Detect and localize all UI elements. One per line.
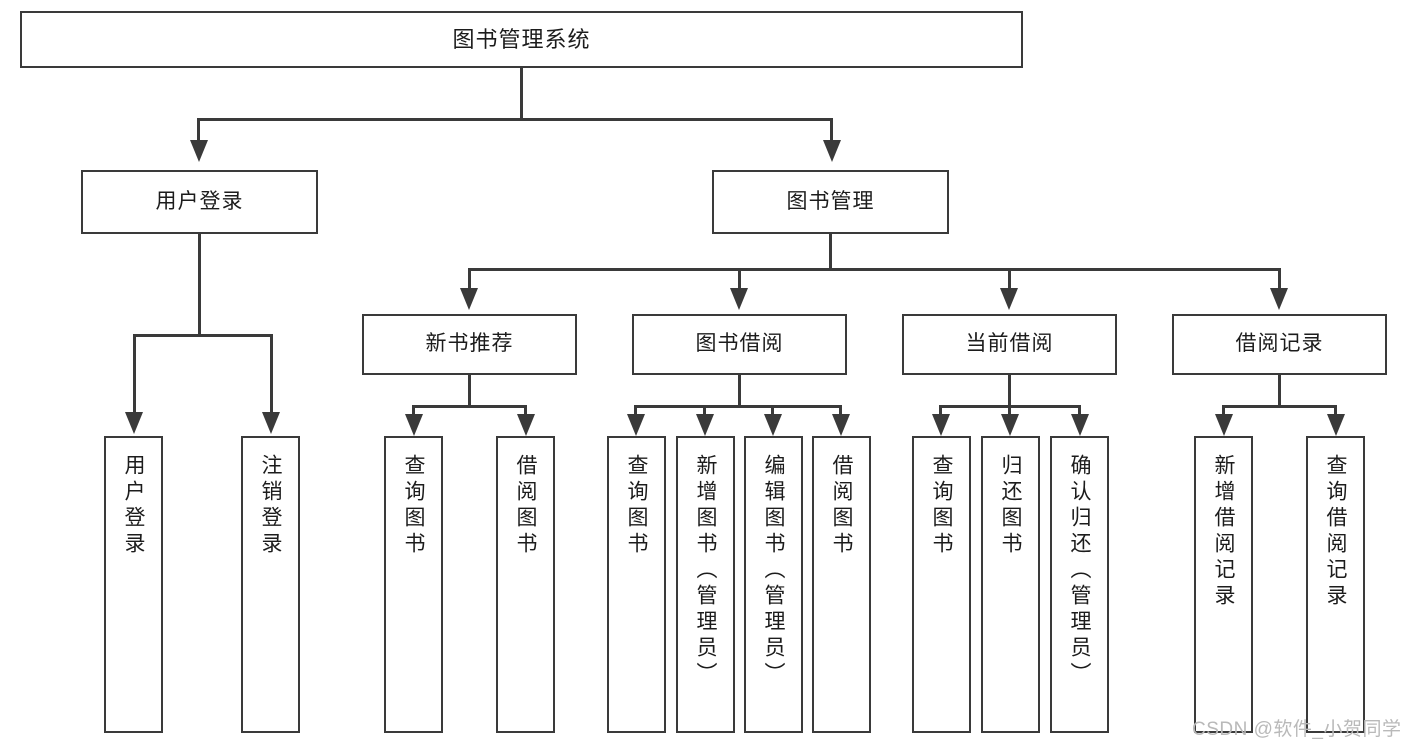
node-label: 图书管理 xyxy=(786,189,875,213)
leaf-label: 新增借阅记录 xyxy=(1212,454,1235,610)
arrowhead-leaf-new-book-2 xyxy=(517,414,535,436)
leaf-label: 查询图书 xyxy=(625,454,648,558)
arrowhead-leaf-current-borrow-2 xyxy=(1001,414,1019,436)
connector-user-login-stem xyxy=(198,234,201,336)
connector-user-login-child-1 xyxy=(133,334,136,414)
leaf-borrow-record-add-record[interactable]: 新增借阅记录 xyxy=(1194,436,1253,733)
node-new-book-recommend[interactable]: 新书推荐 xyxy=(362,314,577,375)
leaf-book-borrow-add-book-admin[interactable]: 新增图书（管理员） xyxy=(676,436,735,733)
arrowhead-leaf-borrow-record-2 xyxy=(1327,414,1345,436)
leaf-label: 查询借阅记录 xyxy=(1324,454,1347,610)
connector-current-borrow-child-3 xyxy=(1078,405,1081,420)
connector-book-borrow-child-2 xyxy=(703,405,706,420)
leaf-current-borrow-confirm-return-admin[interactable]: 确认归还（管理员） xyxy=(1050,436,1109,733)
arrowhead-user-login xyxy=(190,140,208,162)
connector-to-new-book xyxy=(468,268,471,290)
leaf-book-borrow-borrow-book[interactable]: 借阅图书 xyxy=(812,436,871,733)
csdn-watermark: CSDN @软件_小贺同学 xyxy=(1192,719,1402,740)
node-label: 新书推荐 xyxy=(425,332,514,356)
connector-current-borrow-child-1 xyxy=(939,405,942,420)
arrowhead-new-book xyxy=(460,288,478,310)
connector-book-management-stem xyxy=(829,234,832,270)
connector-book-borrow-child-3 xyxy=(771,405,774,420)
leaf-current-borrow-return-book[interactable]: 归还图书 xyxy=(981,436,1040,733)
arrowhead-leaf-new-book-1 xyxy=(405,414,423,436)
node-label: 图书借阅 xyxy=(695,332,784,356)
connector-new-book-bar xyxy=(412,405,527,408)
leaf-book-borrow-edit-book-admin[interactable]: 编辑图书（管理员） xyxy=(744,436,803,733)
node-current-borrow[interactable]: 当前借阅 xyxy=(902,314,1117,375)
leaf-label: 查询图书 xyxy=(402,454,425,558)
leaf-new-book-borrow-book[interactable]: 借阅图书 xyxy=(496,436,555,733)
arrowhead-leaf-book-borrow-2 xyxy=(696,414,714,436)
node-label: 用户登录 xyxy=(155,189,244,213)
arrowhead-book-management xyxy=(823,140,841,162)
arrowhead-leaf-book-borrow-4 xyxy=(832,414,850,436)
connector-level2-bar xyxy=(197,118,833,121)
arrowhead-leaf-current-borrow-3 xyxy=(1071,414,1089,436)
arrowhead-leaf-user-login-2 xyxy=(262,412,280,434)
connector-book-borrow-child-1 xyxy=(634,405,637,420)
connector-to-current-borrow xyxy=(1008,268,1011,290)
leaf-label: 确认归还（管理员） xyxy=(1068,454,1091,688)
node-label: 当前借阅 xyxy=(965,332,1054,356)
leaf-label: 借阅图书 xyxy=(830,454,853,558)
leaf-user-login-logout[interactable]: 注销登录 xyxy=(241,436,300,733)
leaf-label: 注销登录 xyxy=(259,454,282,558)
connector-new-book-child-2 xyxy=(524,405,527,420)
arrowhead-current-borrow xyxy=(1000,288,1018,310)
arrowhead-leaf-current-borrow-1 xyxy=(932,414,950,436)
connector-borrow-record-bar xyxy=(1222,405,1337,408)
leaf-label: 借阅图书 xyxy=(514,454,537,558)
arrowhead-leaf-user-login-1 xyxy=(125,412,143,434)
connector-to-book-borrow xyxy=(738,268,741,290)
connector-current-borrow-stem xyxy=(1008,375,1011,407)
connector-level3-bar xyxy=(468,268,1281,271)
connector-current-borrow-child-2 xyxy=(1008,405,1011,420)
connector-book-borrow-child-4 xyxy=(839,405,842,420)
connector-borrow-record-child-2 xyxy=(1334,405,1337,420)
arrowhead-borrow-record xyxy=(1270,288,1288,310)
node-borrow-record[interactable]: 借阅记录 xyxy=(1172,314,1387,375)
connector-root-stem xyxy=(520,68,523,119)
leaf-label: 新增图书（管理员） xyxy=(694,454,717,688)
arrowhead-leaf-book-borrow-1 xyxy=(627,414,645,436)
leaf-label: 归还图书 xyxy=(999,454,1022,558)
leaf-new-book-query-book[interactable]: 查询图书 xyxy=(384,436,443,733)
leaf-borrow-record-query-record[interactable]: 查询借阅记录 xyxy=(1306,436,1365,733)
connector-to-borrow-record xyxy=(1278,268,1281,290)
connector-to-book-management xyxy=(830,118,833,142)
node-book-management[interactable]: 图书管理 xyxy=(712,170,949,234)
leaf-book-borrow-query-book[interactable]: 查询图书 xyxy=(607,436,666,733)
leaf-current-borrow-query-book[interactable]: 查询图书 xyxy=(912,436,971,733)
arrowhead-leaf-borrow-record-1 xyxy=(1215,414,1233,436)
node-book-borrow[interactable]: 图书借阅 xyxy=(632,314,847,375)
node-label: 借阅记录 xyxy=(1235,332,1324,356)
connector-user-login-bar xyxy=(133,334,273,337)
leaf-label: 用户登录 xyxy=(122,454,145,558)
leaf-user-login-login[interactable]: 用户登录 xyxy=(104,436,163,733)
connector-book-borrow-bar xyxy=(634,405,842,408)
connector-borrow-record-stem xyxy=(1278,375,1281,407)
node-root-book-management-system[interactable]: 图书管理系统 xyxy=(20,11,1023,68)
connector-user-login-child-2 xyxy=(270,334,273,414)
leaf-label: 查询图书 xyxy=(930,454,953,558)
leaf-label: 编辑图书（管理员） xyxy=(762,454,785,688)
arrowhead-leaf-book-borrow-3 xyxy=(764,414,782,436)
connector-new-book-stem xyxy=(468,375,471,407)
node-user-login[interactable]: 用户登录 xyxy=(81,170,318,234)
arrowhead-book-borrow xyxy=(730,288,748,310)
connector-new-book-child-1 xyxy=(412,405,415,420)
node-label: 图书管理系统 xyxy=(452,26,591,52)
connector-book-borrow-stem xyxy=(738,375,741,407)
connector-to-user-login xyxy=(197,118,200,142)
connector-borrow-record-child-1 xyxy=(1222,405,1225,420)
